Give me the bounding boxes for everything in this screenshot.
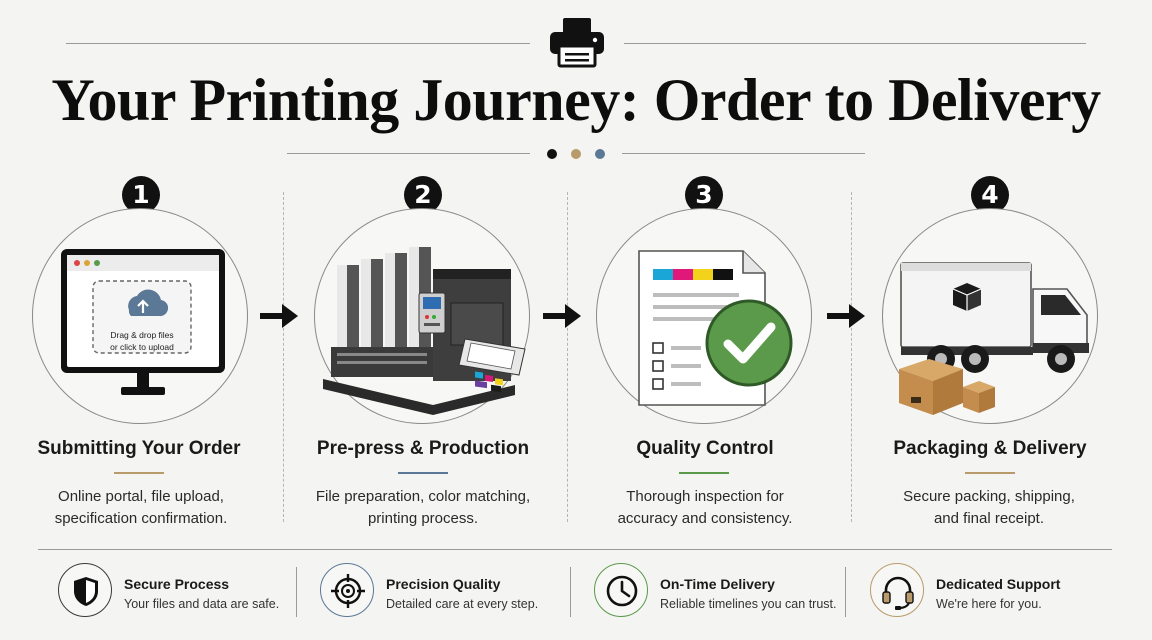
step-illustration-circle: Drag & drop files or click to upload xyxy=(32,208,248,424)
feature-divider xyxy=(570,567,571,617)
feature-subtitle: Your files and data are safe. xyxy=(124,597,280,611)
feature-divider xyxy=(845,567,846,617)
step-illustration-circle xyxy=(882,208,1098,424)
checklist-approved-icon xyxy=(638,250,793,406)
right-arrow-icon xyxy=(827,304,865,328)
step-title: Submitting Your Order xyxy=(37,438,241,459)
step-divider xyxy=(851,192,852,522)
step-illustration-circle xyxy=(314,208,530,424)
feature-subtitle: Detailed care at every step. xyxy=(386,597,539,611)
upload-text-line-2: or click to upload xyxy=(110,342,174,352)
step-number-badge: 3 xyxy=(685,176,723,214)
target-icon xyxy=(331,574,365,608)
step-divider xyxy=(283,192,284,522)
printing-press-icon xyxy=(323,247,526,415)
step-description: File preparation, color matching, printi… xyxy=(315,488,531,527)
delivery-truck-icon xyxy=(899,262,1089,415)
footer-rule xyxy=(38,549,1112,550)
header-rule-right xyxy=(624,43,1086,44)
page-title: Your Printing Journey: Order to Delivery xyxy=(51,67,1101,133)
step-2: 2 xyxy=(282,176,564,536)
feature-title: On-Time Delivery xyxy=(660,576,775,592)
feature-divider xyxy=(296,567,297,617)
monitor-upload-icon xyxy=(61,249,225,395)
step-title: Packaging & Delivery xyxy=(893,438,1087,459)
feature-title: Secure Process xyxy=(124,576,230,592)
step-divider xyxy=(567,192,568,522)
step-illustration-circle xyxy=(596,208,812,424)
feature-title: Dedicated Support xyxy=(936,576,1061,592)
step-accent-rule xyxy=(679,472,729,474)
step-number-badge: 1 xyxy=(122,176,160,214)
feature-secure-process: Secure Process Your files and data are s… xyxy=(58,563,328,621)
step-4: 4 xyxy=(848,176,1130,536)
subtitle-rule-left xyxy=(287,153,530,154)
step-title: Quality Control xyxy=(636,438,774,459)
step-description: Thorough inspection for accuracy and con… xyxy=(617,488,793,527)
step-number-badge: 4 xyxy=(971,176,1009,214)
feature-icon-ring xyxy=(594,563,648,617)
right-arrow-icon xyxy=(543,304,581,328)
step-number-badge: 2 xyxy=(404,176,442,214)
step-accent-rule xyxy=(398,472,448,474)
shield-icon xyxy=(74,577,98,606)
step-3: 3 Quality Control Thorough inspection fo… xyxy=(564,176,846,536)
headset-icon xyxy=(882,576,914,610)
feature-title: Precision Quality xyxy=(386,576,501,592)
step-description: Secure packing, shipping, and final rece… xyxy=(903,488,1075,527)
divider-dot-gold xyxy=(571,149,581,159)
divider-dot-blue xyxy=(595,149,605,159)
upload-text-line-1: Drag & drop files xyxy=(110,330,174,340)
step-accent-rule xyxy=(965,472,1015,474)
feature-dedicated-support: Dedicated Support We're here for you. xyxy=(870,563,1140,621)
step-1: 1 Drag & drop files or click to upload S… xyxy=(0,176,282,536)
feature-precision-quality: Precision Quality Detailed care at every… xyxy=(320,563,590,621)
feature-subtitle: Reliable timelines you can trust. xyxy=(660,597,837,611)
step-description: Online portal, file upload, specificatio… xyxy=(54,488,228,527)
step-title: Pre-press & Production xyxy=(316,438,530,459)
feature-subtitle: We're here for you. xyxy=(936,597,1042,611)
right-arrow-icon xyxy=(260,304,298,328)
feature-icon-ring xyxy=(320,563,374,617)
subtitle-rule-right xyxy=(622,153,865,154)
clock-icon xyxy=(606,575,638,607)
feature-icon-ring xyxy=(870,563,924,617)
divider-dot-black xyxy=(547,149,557,159)
printer-icon xyxy=(550,18,604,68)
header-rule-left xyxy=(66,43,530,44)
feature-on-time-delivery: On-Time Delivery Reliable timelines you … xyxy=(594,563,864,621)
feature-icon-ring xyxy=(58,563,112,617)
step-accent-rule xyxy=(114,472,164,474)
